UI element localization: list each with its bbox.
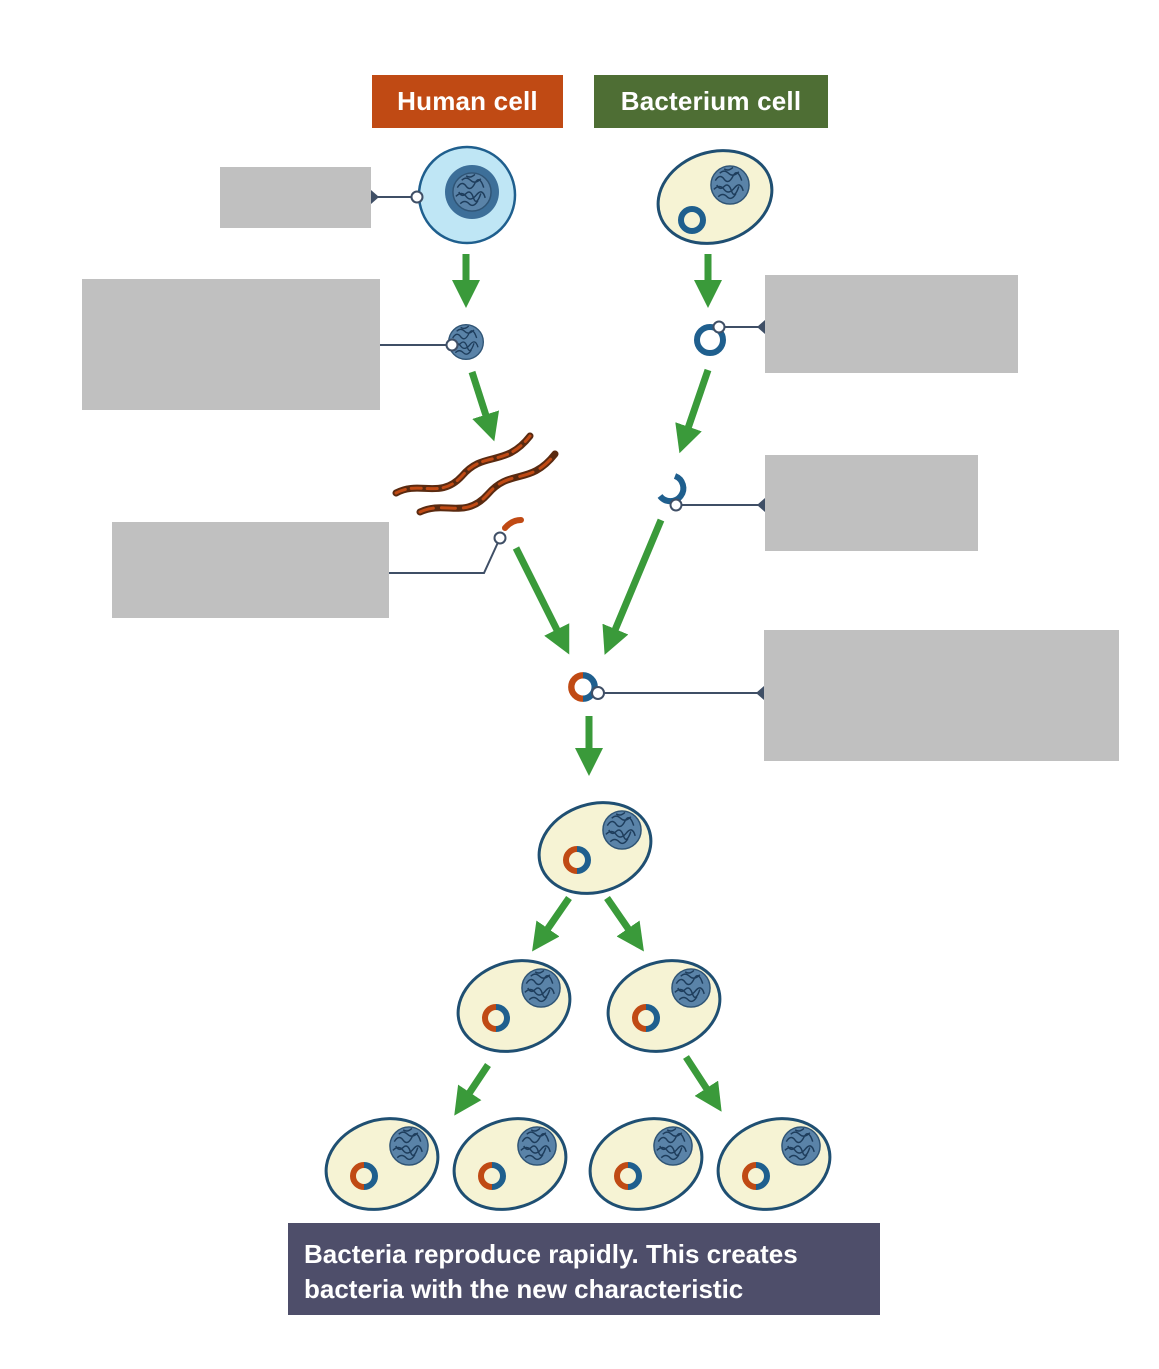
engineered-bacterium-icon bbox=[314, 1105, 450, 1224]
arrow-icon bbox=[683, 1055, 722, 1112]
pointer-line bbox=[389, 531, 507, 574]
caption-line-2: bacteria with the new characteristic bbox=[304, 1274, 744, 1304]
engineered-bacterium-icon bbox=[527, 789, 663, 908]
blank-label-box-human-nucleus bbox=[82, 279, 380, 410]
pointer-line bbox=[591, 686, 764, 700]
human-cell-icon bbox=[417, 145, 517, 245]
arrow-icon bbox=[675, 368, 712, 454]
pointer-line bbox=[712, 320, 765, 334]
caption-box: Bacteria reproduce rapidly. This creates… bbox=[288, 1223, 880, 1315]
engineered-bacterium-icon bbox=[446, 947, 582, 1066]
dna-strands-icon bbox=[392, 432, 559, 516]
engineered-bacterium-icon bbox=[578, 1105, 714, 1224]
human-cell-label: Human cell bbox=[372, 75, 563, 128]
blank-label-box-human-gene bbox=[112, 522, 389, 618]
blank-label-box-recombinant-plasmid bbox=[764, 630, 1119, 761]
arrow-icon bbox=[512, 546, 570, 655]
plasmid-icon bbox=[694, 324, 726, 356]
bacterium-cell-icon bbox=[656, 149, 774, 245]
bacterium-cell-label: Bacterium cell bbox=[594, 75, 828, 128]
gene-fragment-icon bbox=[502, 517, 524, 531]
cut-plasmid-icon bbox=[657, 473, 687, 505]
blank-label-box-plasmid bbox=[765, 275, 1018, 373]
arrow-icon bbox=[468, 370, 500, 442]
arrows bbox=[452, 254, 722, 1116]
arrow-icon bbox=[454, 1063, 491, 1116]
blank-label-box-cut-plasmid bbox=[765, 455, 978, 551]
recombinant-plasmid-icon bbox=[571, 675, 594, 698]
arrow-icon bbox=[532, 896, 572, 952]
pointer-line bbox=[380, 338, 459, 352]
caption-line-1: Bacteria reproduce rapidly. This creates bbox=[304, 1239, 798, 1269]
arrow-icon bbox=[602, 518, 665, 655]
pointer-line bbox=[669, 498, 765, 512]
pointer-line bbox=[371, 190, 424, 204]
engineered-bacterium-icon bbox=[596, 947, 732, 1066]
blank-label-box-human-cell bbox=[220, 167, 371, 228]
engineered-bacterium-icon bbox=[706, 1105, 842, 1224]
arrow-icon bbox=[604, 896, 644, 952]
engineered-bacterium-icon bbox=[442, 1105, 578, 1224]
